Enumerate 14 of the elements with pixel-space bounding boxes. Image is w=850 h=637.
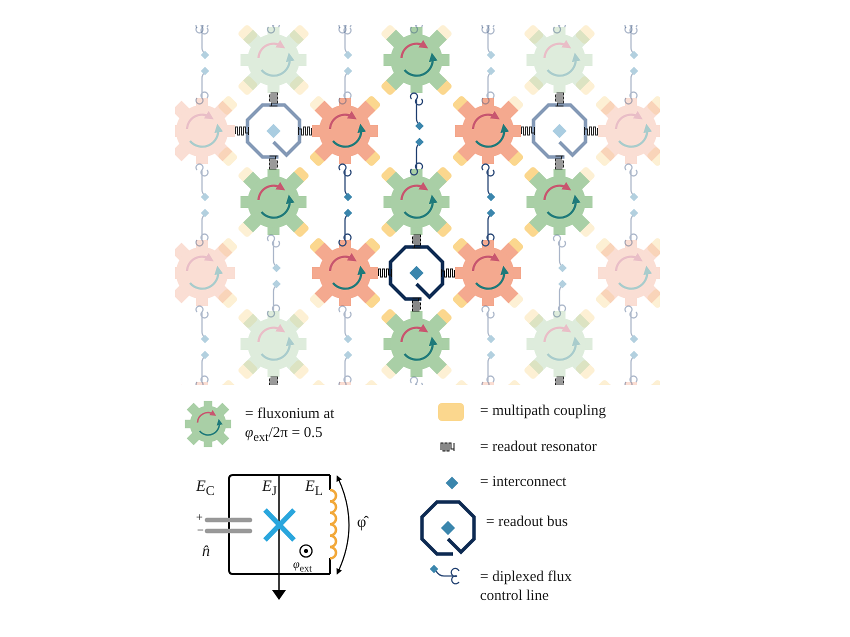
legend-text: = multipath coupling	[480, 402, 607, 421]
legend-text: = interconnect	[480, 473, 568, 492]
legend-text: = readout bus	[486, 513, 569, 532]
legend-text: = readout resonator	[480, 438, 598, 457]
circuit-label: E$_{C}$	[196, 478, 215, 500]
legend-text: = fluxonium at φ$_{ext}$/2π = 0.5	[245, 405, 336, 446]
polarity-sign: +	[196, 510, 203, 525]
circuit-label: E$_{L}$	[305, 478, 323, 500]
circuit-label: E$_{J}$	[262, 478, 277, 500]
polarity-sign: −	[197, 523, 204, 538]
circuit-label: n̂	[202, 543, 210, 561]
legend-text: = diplexed flux control line	[480, 568, 573, 606]
circuit-label: φ̂	[357, 514, 366, 532]
circuit-label: φ$_{ext}$	[293, 557, 312, 574]
